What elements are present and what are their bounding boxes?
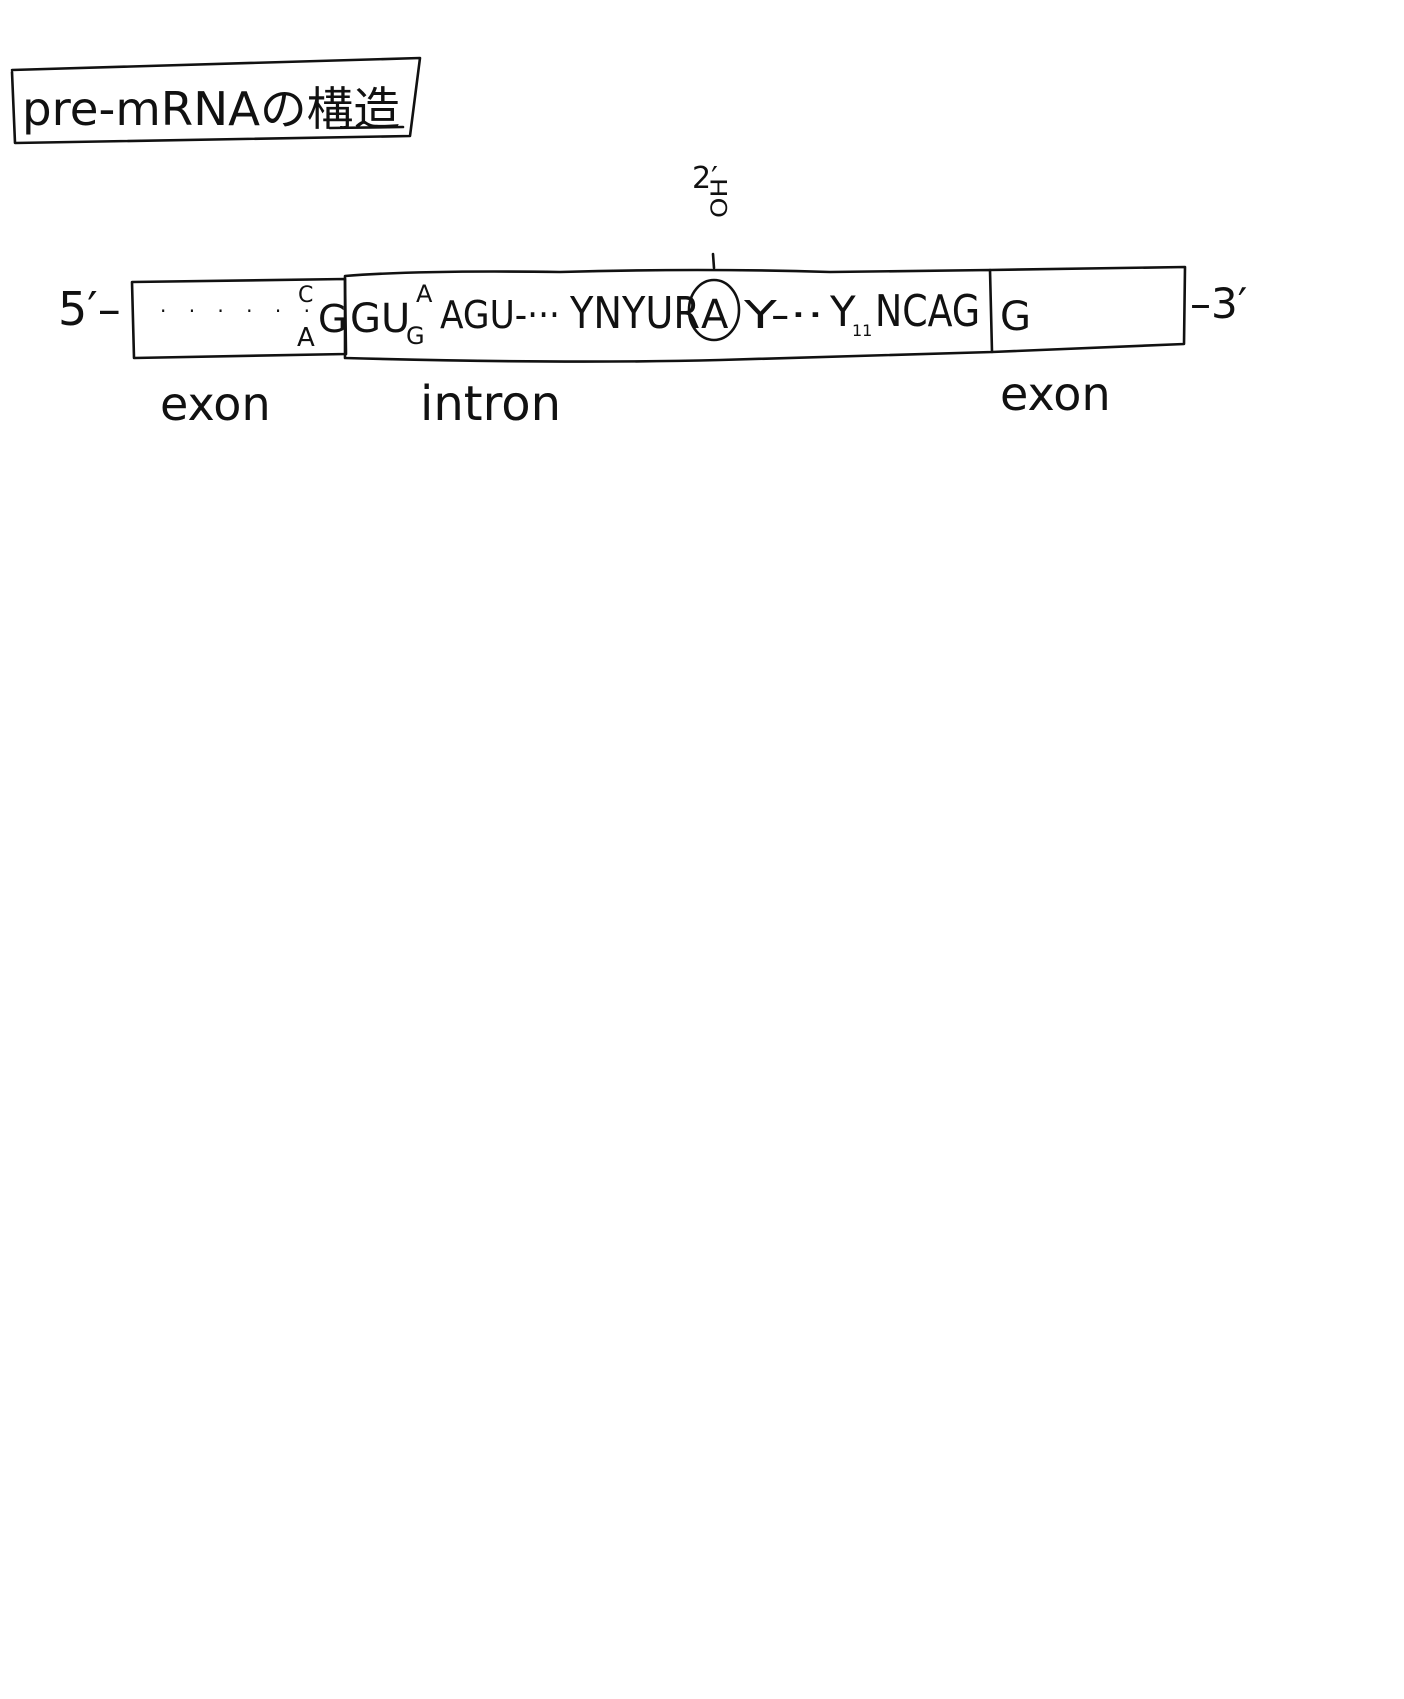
branch-region: YNYUR [569, 288, 700, 339]
intron-alt-top: A [416, 280, 433, 308]
exon1-top-letter: C [298, 283, 313, 308]
intron-motif: AGU-··· [440, 293, 560, 337]
title-text: pre-mRNAの構造 [22, 82, 400, 136]
branch-point-letter: A [701, 292, 729, 338]
title-box: pre-mRNAの構造 [10, 56, 422, 145]
polypyrimidine: Y [829, 287, 856, 336]
branch-bond-line [711, 252, 716, 270]
branch-point-circle [687, 278, 741, 342]
title-underline [328, 125, 405, 130]
exon2-start: G [1000, 294, 1031, 340]
label-exon-left: exon [160, 377, 271, 431]
exon1-end-letter: G [318, 297, 347, 341]
after-branch: Y-·· [743, 293, 824, 337]
three-prime-label: –3′ [1190, 279, 1247, 328]
branch-hydroxyl: OH [708, 178, 733, 218]
title-box-frame [10, 56, 422, 145]
exon1-bottom-letter: A [297, 323, 315, 353]
label-intron: intron [420, 376, 561, 432]
exon1-dots: · · · · · · [160, 299, 318, 323]
exon2-box [988, 265, 1187, 354]
intron-end: NCAG [875, 286, 980, 337]
branch-2prime-label: 2′ [692, 161, 718, 196]
branch-annotation: 2′ OH [692, 161, 733, 270]
intron-start: GU [350, 296, 410, 342]
label-exon-right: exon [1000, 367, 1111, 421]
intron-box [343, 268, 994, 363]
polypyrimidine-subscript: 11 [852, 321, 872, 340]
five-prime-label: 5′– [58, 282, 121, 336]
intron-alt-bottom: G [406, 322, 425, 350]
